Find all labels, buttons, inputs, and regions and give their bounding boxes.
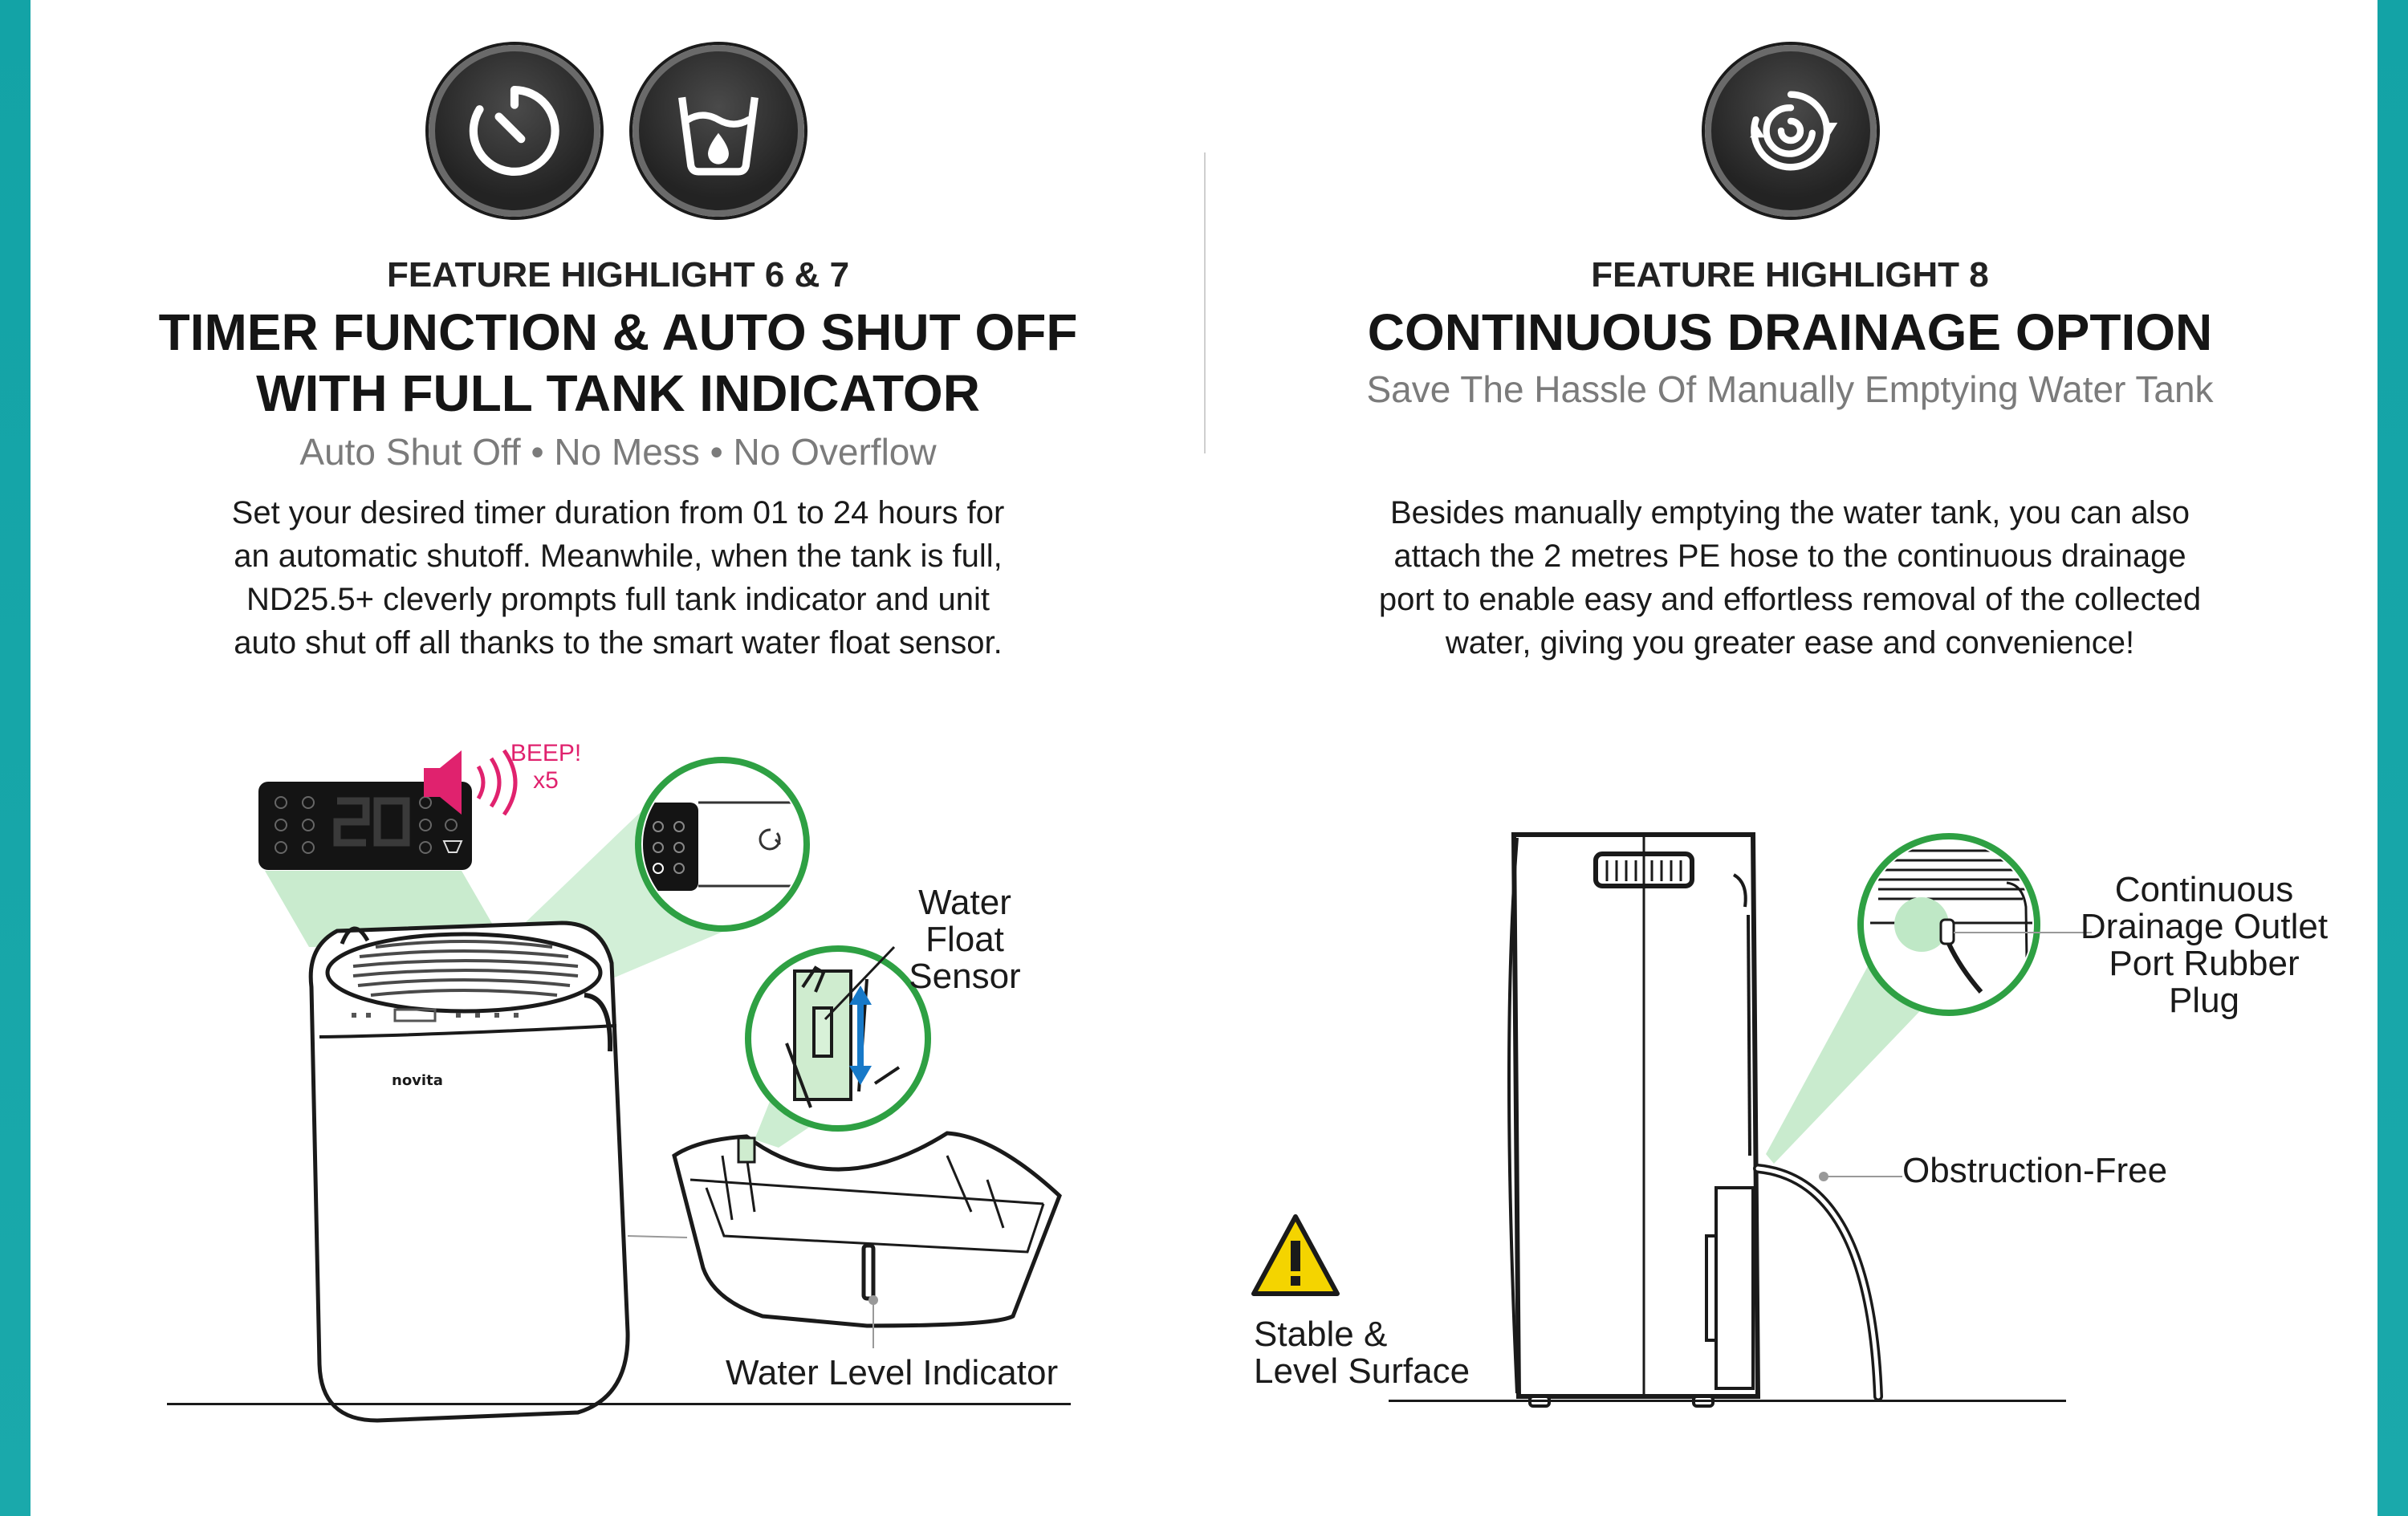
description-line: auto shut off all thanks to the smart wa… bbox=[234, 625, 1003, 660]
drainage-hose-icon bbox=[1705, 45, 1877, 217]
feature-subtitle: Auto Shut Off • No Mess • No Overflow bbox=[299, 431, 937, 473]
control-panel-display bbox=[258, 782, 472, 870]
feature-kicker: FEATURE HIGHLIGHT 6 & 7 bbox=[386, 255, 850, 295]
float-arrow bbox=[849, 986, 872, 1085]
float-label-line2: Sensor bbox=[909, 957, 1021, 996]
drain-hose bbox=[1753, 1164, 1883, 1401]
beep-indicator: BEEP! x5 bbox=[498, 740, 594, 795]
feature-title: CONTINUOUS DRAINAGE OPTION bbox=[1367, 303, 2213, 361]
right-teal-border bbox=[2377, 0, 2408, 1516]
drainage-outlet-label: Continuous Drainage Outlet Port Rubber P… bbox=[2076, 872, 2333, 1019]
warning-icon bbox=[1251, 1214, 1340, 1296]
speaker-icon bbox=[424, 749, 518, 816]
left-teal-border bbox=[0, 0, 31, 1516]
timer-icon bbox=[429, 45, 600, 217]
feature-title: TIMER FUNCTION & AUTO SHUT OFF WITH FULL… bbox=[136, 302, 1100, 424]
side-handle bbox=[584, 993, 613, 1052]
brand-logo: novita bbox=[392, 1072, 443, 1089]
top-handle bbox=[340, 926, 370, 945]
description-line: attach the 2 metres PE hose to the conti… bbox=[1393, 539, 2186, 574]
water-float-sensor-label: Water Float Sensor bbox=[877, 884, 1053, 995]
description-line: an automatic shutoff. Meanwhile, when th… bbox=[234, 539, 1003, 574]
float-label-line1: Water Float bbox=[918, 883, 1011, 959]
outlet-label-line2: Drainage Outlet bbox=[2080, 907, 2329, 946]
rear-details bbox=[1705, 873, 1755, 1390]
section-divider bbox=[1204, 152, 1206, 453]
feature-kicker: FEATURE HIGHLIGHT 8 bbox=[1591, 255, 1989, 295]
water-tank bbox=[672, 1131, 1062, 1328]
dehumidifier-side-view bbox=[1507, 832, 1761, 1399]
surface-label-line2: Level Surface bbox=[1254, 1351, 1470, 1391]
description-line: Set your desired timer duration from 01 … bbox=[231, 495, 1005, 530]
front-display-strip bbox=[352, 1008, 519, 1022]
beep-count: x5 bbox=[533, 767, 559, 794]
description-line: port to enable easy and effortless remov… bbox=[1378, 582, 2202, 617]
display-zoom-circle bbox=[635, 757, 810, 932]
description-line: water, giving you greater ease and conve… bbox=[1445, 625, 2135, 660]
feature-title-line1: TIMER FUNCTION & AUTO SHUT OFF bbox=[158, 303, 1078, 361]
tank-inner-details bbox=[721, 1136, 1005, 1229]
water-tank-icon bbox=[633, 45, 804, 217]
description-line: ND25.5+ cleverly prompts full tank indic… bbox=[246, 582, 990, 617]
left-floor-line bbox=[167, 1403, 1071, 1405]
description-line: Besides manually emptying the water tank… bbox=[1389, 495, 2190, 530]
feature-description: Besides manually emptying the water tank… bbox=[1308, 491, 2272, 665]
right-floor-line bbox=[1389, 1400, 2066, 1402]
stable-surface-label: Stable & Level Surface bbox=[1254, 1316, 1470, 1390]
feature-description: Set your desired timer duration from 01 … bbox=[136, 491, 1100, 665]
float-sensor-zoom-circle bbox=[745, 945, 931, 1132]
feature-subtitle: Save The Hassle Of Manually Emptying Wat… bbox=[1366, 368, 2214, 410]
outlet-zoom-circle bbox=[1857, 833, 2040, 1016]
outlet-label-line1: Continuous bbox=[2114, 870, 2294, 909]
beep-text: BEEP! bbox=[510, 740, 582, 766]
water-level-indicator-label: Water Level Indicator bbox=[726, 1353, 1059, 1392]
feature-title-line2: WITH FULL TANK INDICATOR bbox=[256, 364, 980, 422]
body-leader-line bbox=[627, 1235, 688, 1238]
outlet-label-line3: Port Rubber Plug bbox=[2109, 944, 2300, 1020]
top-grille bbox=[1605, 860, 1682, 881]
obstruction-free-label: Obstruction-Free bbox=[1902, 1151, 2168, 1190]
surface-label-line1: Stable & bbox=[1254, 1315, 1388, 1354]
air-outlet-grille bbox=[352, 940, 579, 997]
